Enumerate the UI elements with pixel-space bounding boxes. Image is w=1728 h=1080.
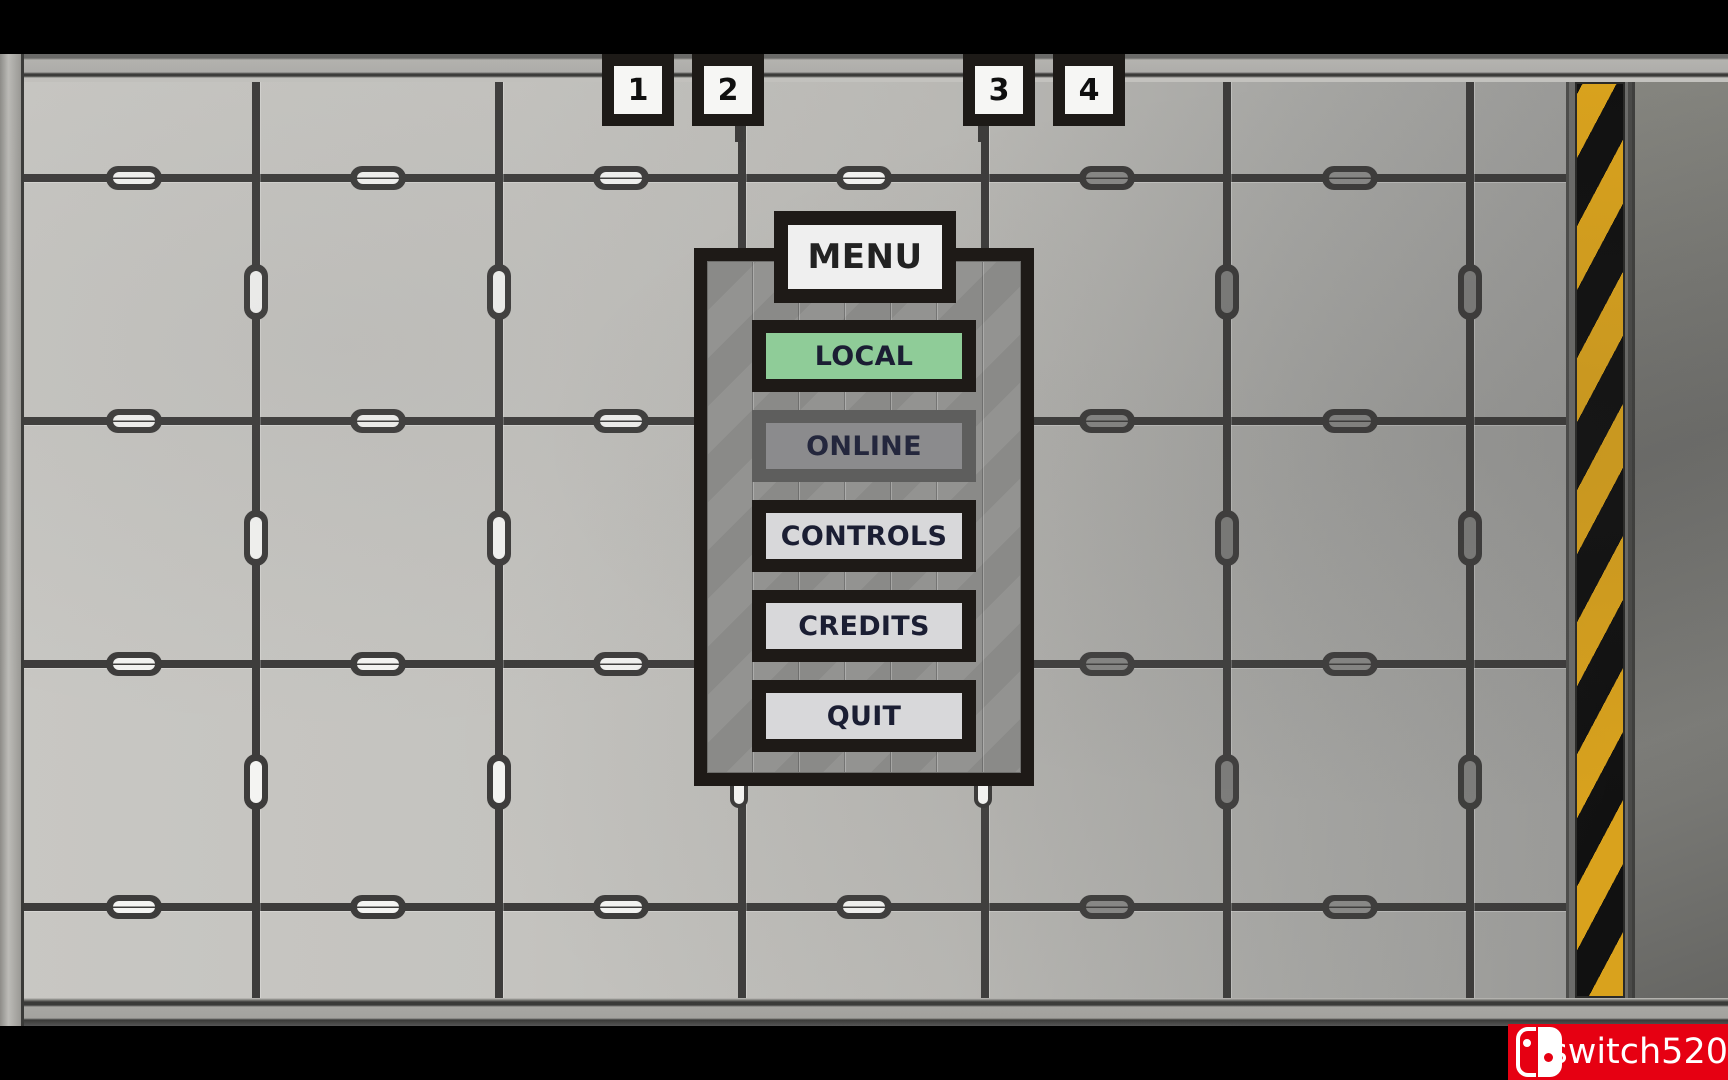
menu-hanger-icon xyxy=(974,786,992,808)
floor-clip-icon xyxy=(244,264,268,320)
floor-clip-icon xyxy=(593,895,649,919)
floor-clip-icon xyxy=(1215,264,1239,320)
floor-clip-icon xyxy=(1215,510,1239,566)
floor-clip-icon xyxy=(1458,754,1482,810)
floor-clip-icon xyxy=(1322,652,1378,676)
floor-clip-icon xyxy=(836,166,892,190)
menu-title-frame: MENU xyxy=(774,211,956,303)
online-button-label: ONLINE xyxy=(766,423,962,469)
menu-hanger-icon xyxy=(730,786,748,808)
floor-clip-icon xyxy=(1215,754,1239,810)
floor-clip-icon xyxy=(487,510,511,566)
top-frame-rail xyxy=(24,54,1728,82)
floor-clip-icon xyxy=(106,895,162,919)
floor-clip-icon xyxy=(593,166,649,190)
floor-clip-icon xyxy=(1458,510,1482,566)
quit-button[interactable]: QUIT xyxy=(752,680,976,752)
controls-button[interactable]: CONTROLS xyxy=(752,500,976,572)
floor-clip-icon xyxy=(487,754,511,810)
slot-post xyxy=(978,126,986,142)
local-button[interactable]: LOCAL xyxy=(752,320,976,392)
floor-clip-icon xyxy=(1322,409,1378,433)
floor-clip-icon xyxy=(1079,166,1135,190)
floor-clip-icon xyxy=(593,409,649,433)
floor-clip-icon xyxy=(244,510,268,566)
player-slot-1: 1 xyxy=(602,54,674,126)
floor-clip-icon xyxy=(593,652,649,676)
bottom-frame-rail xyxy=(24,998,1728,1026)
player-slot-2: 2 xyxy=(692,54,764,126)
hazard-stripe-column xyxy=(1566,82,1632,998)
controls-button-label: CONTROLS xyxy=(766,513,962,559)
online-button[interactable]: ONLINE xyxy=(752,410,976,482)
floor-grid-line xyxy=(24,903,1569,911)
floor-clip-icon xyxy=(106,166,162,190)
watermark-text: switch520 xyxy=(1549,1031,1728,1072)
floor-clip-icon xyxy=(1079,652,1135,676)
menu-title: MENU xyxy=(788,225,942,289)
floor-clip-icon xyxy=(350,166,406,190)
player-slot-4: 4 xyxy=(1053,54,1125,126)
floor-clip-icon xyxy=(350,895,406,919)
player-slot-number: 3 xyxy=(975,66,1023,114)
watermark-badge: switch520 xyxy=(1508,1024,1728,1080)
hazard-stripe-icon xyxy=(1575,82,1625,998)
floor-clip-icon xyxy=(836,895,892,919)
floor-clip-icon xyxy=(244,754,268,810)
floor-clip-icon xyxy=(350,409,406,433)
floor-clip-icon xyxy=(1322,166,1378,190)
credits-button[interactable]: CREDITS xyxy=(752,590,976,662)
left-frame-rail xyxy=(0,54,24,1026)
player-slot-number: 4 xyxy=(1065,66,1113,114)
floor-grid-line xyxy=(24,174,1569,182)
floor-clip-icon xyxy=(1079,409,1135,433)
slot-post xyxy=(735,126,743,142)
player-slot-number: 1 xyxy=(614,66,662,114)
quit-button-label: QUIT xyxy=(766,693,962,739)
floor-clip-icon xyxy=(106,652,162,676)
floor-clip-icon xyxy=(106,409,162,433)
local-button-label: LOCAL xyxy=(766,333,962,379)
floor-clip-icon xyxy=(350,652,406,676)
right-metal-panel xyxy=(1632,82,1728,998)
floor-clip-icon xyxy=(1322,895,1378,919)
nintendo-switch-logo-icon xyxy=(1516,1027,1562,1077)
credits-button-label: CREDITS xyxy=(766,603,962,649)
player-slot-number: 2 xyxy=(704,66,752,114)
floor-clip-icon xyxy=(487,264,511,320)
floor-clip-icon xyxy=(1079,895,1135,919)
floor-clip-icon xyxy=(1458,264,1482,320)
player-slot-3: 3 xyxy=(963,54,1035,126)
